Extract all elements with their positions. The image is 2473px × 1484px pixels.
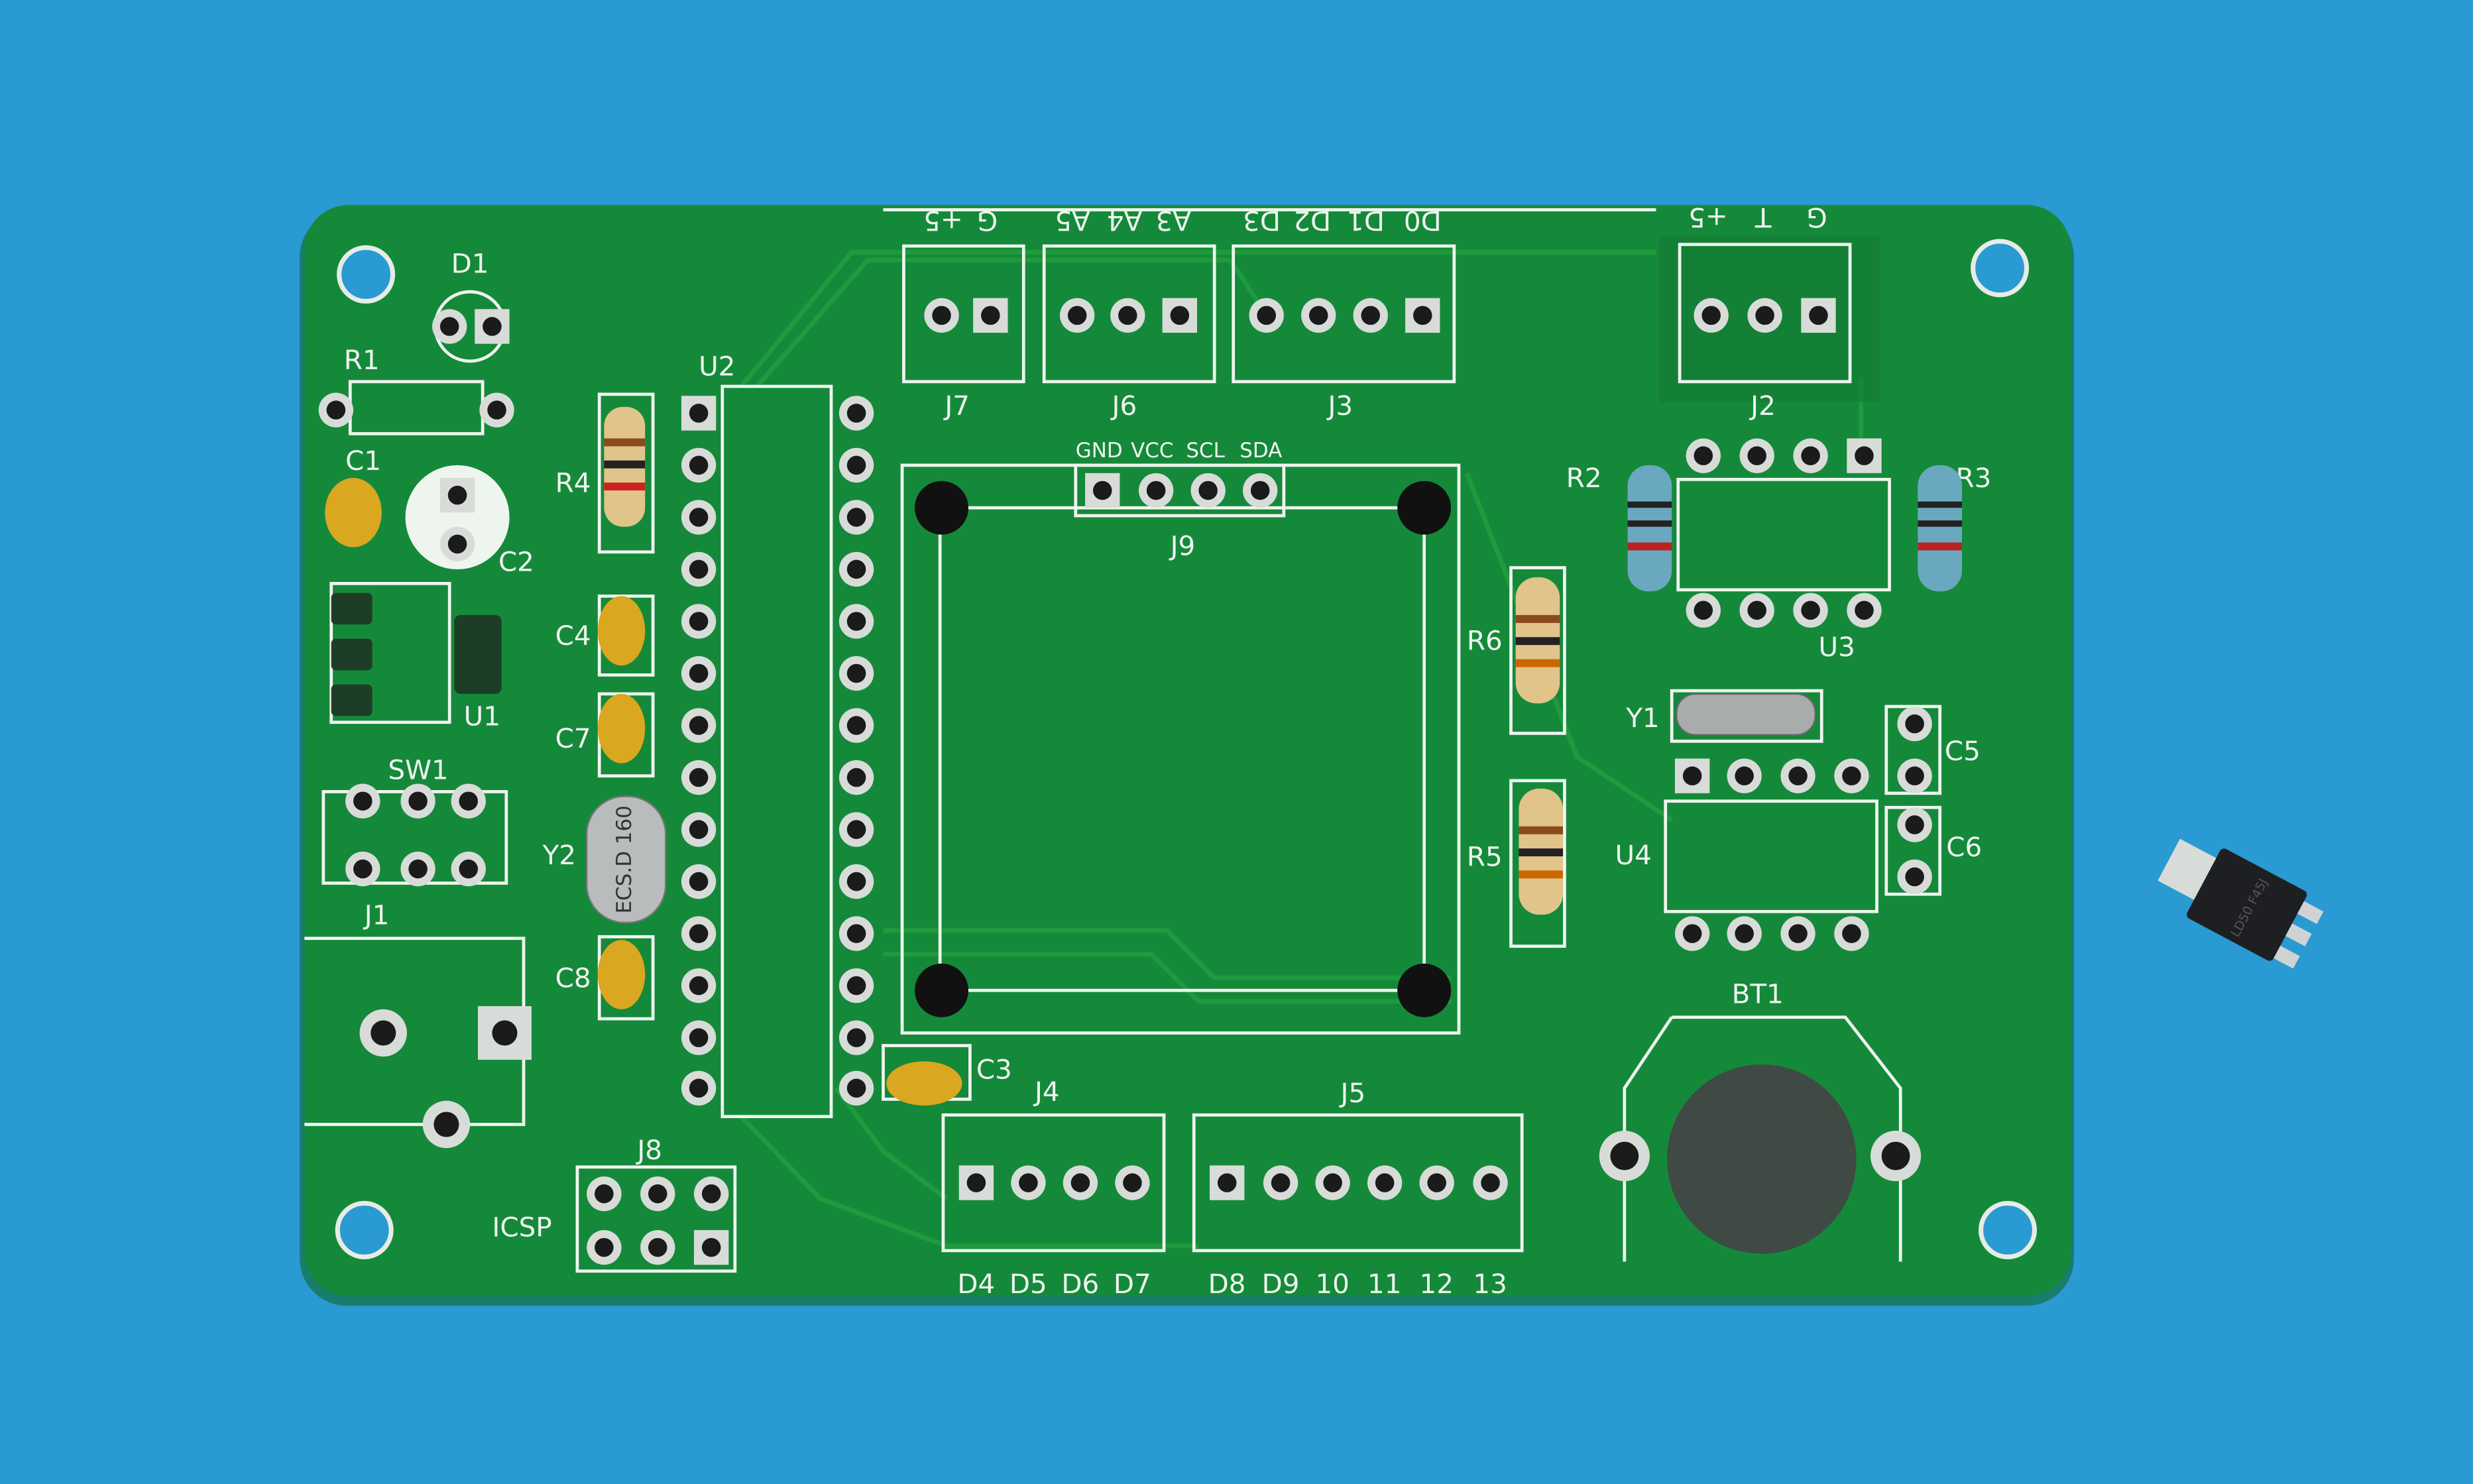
- label-j8: J8: [635, 1134, 662, 1166]
- svg-text:D9: D9: [1262, 1268, 1300, 1300]
- mounting-holes: [335, 239, 2038, 1259]
- svg-text:VCC: VCC: [1131, 439, 1173, 463]
- label-j6: J6: [1110, 390, 1137, 422]
- label-j5: J5: [1339, 1077, 1366, 1109]
- label-d1: D1: [451, 248, 489, 280]
- svg-text:11: 11: [1367, 1268, 1401, 1300]
- svg-text:D4: D4: [957, 1268, 995, 1300]
- svg-text:A4: A4: [1107, 205, 1142, 237]
- label-u2: U2: [699, 350, 735, 382]
- resistor-r2: [1627, 465, 1672, 592]
- resistor-r3: [1918, 465, 1963, 592]
- svg-text:SCL: SCL: [1186, 439, 1225, 463]
- label-c2: C2: [498, 545, 534, 577]
- capacitor-c3: [886, 1061, 962, 1106]
- svg-text:D2: D2: [1293, 205, 1331, 237]
- label-u1: U1: [464, 701, 500, 732]
- svg-text:12: 12: [1420, 1268, 1454, 1300]
- label-r2: R2: [1566, 462, 1602, 494]
- svg-text:A5: A5: [1055, 205, 1090, 237]
- label-c6: C6: [1946, 831, 1982, 863]
- c2-outline: [405, 465, 510, 569]
- svg-text:+5: +5: [923, 205, 963, 237]
- y2-marking: ECS.D 160: [612, 805, 636, 913]
- label-c7: C7: [555, 722, 591, 754]
- j9-pin-labels: GND VCC SCL SDA: [1076, 439, 1283, 463]
- sot223-regulator: LD50 F45J: [2157, 838, 2324, 969]
- svg-text:D3: D3: [1243, 205, 1281, 237]
- label-u3: U3: [1818, 631, 1855, 663]
- label-j9: J9: [1169, 530, 1196, 562]
- u4-outline: [1664, 799, 1878, 913]
- dc-jack-holes: [359, 1006, 532, 1149]
- svg-text:SDA: SDA: [1239, 439, 1282, 463]
- label-j4: J4: [1033, 1076, 1060, 1108]
- crystal-y1: [1676, 693, 1816, 736]
- svg-text:GND: GND: [1076, 439, 1123, 463]
- svg-text:T: T: [1755, 201, 1772, 233]
- label-j3: J3: [1326, 390, 1353, 422]
- svg-text:13: 13: [1473, 1268, 1507, 1300]
- crystal-y2: [586, 795, 667, 924]
- label-icsp: ICSP: [492, 1211, 551, 1243]
- svg-text:D7: D7: [1114, 1268, 1151, 1300]
- label-r1: R1: [344, 344, 380, 376]
- svg-text:G: G: [977, 205, 998, 237]
- battery-holder: [1667, 1064, 1857, 1254]
- u2-outline: [720, 384, 833, 1118]
- top-pin-labels-upside-down: +5 G A5 A4 A3 D3 D2 D1 D0 +5 T G: [923, 201, 1827, 237]
- label-sw1: SW1: [388, 754, 448, 785]
- label-c3: C3: [976, 1053, 1012, 1085]
- capacitor-c8: [597, 940, 646, 1009]
- svg-text:D5: D5: [1009, 1268, 1047, 1300]
- display-holes: [915, 481, 1452, 1017]
- label-c4: C4: [555, 620, 591, 652]
- svg-text:A3: A3: [1156, 205, 1191, 237]
- label-u4: U4: [1615, 839, 1652, 871]
- capacitor-c1: [325, 477, 382, 547]
- label-r6: R6: [1467, 624, 1503, 656]
- label-c8: C8: [555, 962, 591, 994]
- label-r4: R4: [555, 467, 591, 498]
- j4-pin-labels: D4 D5 D6 D7: [957, 1268, 1151, 1300]
- u3-outline: [1676, 477, 1891, 592]
- label-j2: J2: [1749, 390, 1776, 422]
- label-j1: J1: [363, 899, 390, 931]
- svg-text:+5: +5: [1688, 201, 1728, 233]
- label-y1: Y1: [1625, 702, 1659, 734]
- svg-text:D1: D1: [1347, 205, 1385, 237]
- label-c5: C5: [1945, 735, 1981, 767]
- svg-text:G: G: [1806, 201, 1827, 233]
- svg-text:10: 10: [1315, 1268, 1349, 1300]
- capacitor-c7: [597, 693, 646, 764]
- label-bt1: BT1: [1732, 978, 1784, 1009]
- svg-text:D6: D6: [1061, 1268, 1099, 1300]
- svg-text:D0: D0: [1404, 205, 1442, 237]
- svg-text:D8: D8: [1208, 1268, 1246, 1300]
- capacitor-c4: [597, 596, 646, 666]
- u1-footprint: [329, 581, 502, 724]
- label-j7: J7: [943, 390, 970, 422]
- label-c1: C1: [345, 445, 381, 477]
- j5-pin-labels: D8 D9 10 11 12 13: [1208, 1268, 1507, 1300]
- label-r5: R5: [1467, 840, 1503, 872]
- label-y2: Y2: [542, 839, 576, 871]
